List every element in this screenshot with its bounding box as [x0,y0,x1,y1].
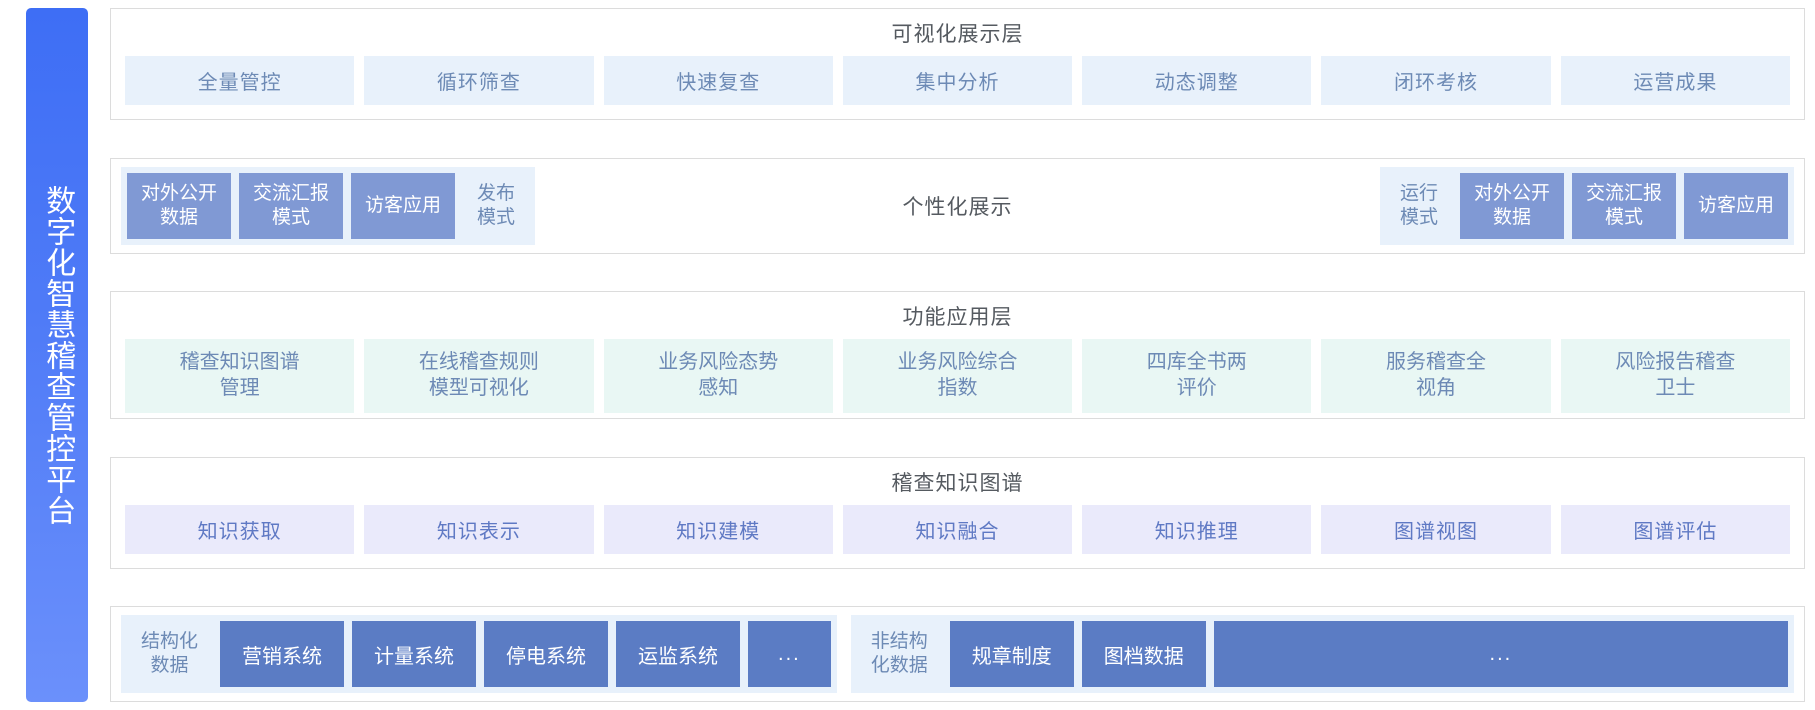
card-service-audit-view[interactable]: 服务稽查全 视角 [1321,339,1551,413]
card-online-rule-model[interactable]: 在线稽查规则 模型可视化 [364,339,594,413]
chip-graph-evaluation[interactable]: 图谱评估 [1560,504,1790,554]
mode-box-public-data-right[interactable]: 对外公开 数据 [1459,172,1564,239]
mode-group-left: 对外公开 数据 交流汇报 模式 访客应用 发布 模式 [121,166,536,245]
unstructured-data-group: 非结构 化数据 规章制度 图档数据 ... [850,615,1794,693]
data-box-metering-system[interactable]: 计量系统 [352,621,477,687]
chip-graph-view[interactable]: 图谱视图 [1321,504,1551,554]
knowledge-graph-layer-panel: 稽查知识图谱 知识获取 知识表示 知识建模 知识融合 知识推理 图谱视图 图谱评… [110,456,1805,569]
platform-title: 数字化智慧稽查管控平台 [41,184,75,526]
knowledge-graph-chip-row: 知识获取 知识表示 知识建模 知识融合 知识推理 图谱视图 图谱评估 [111,504,1804,566]
card-risk-situation[interactable]: 业务风险态势 感知 [603,339,833,413]
chip-dongtai-tiaozheng[interactable]: 动态调整 [1082,56,1312,105]
mode-box-public-data-left[interactable]: 对外公开 数据 [127,172,232,239]
layers-stack: 可视化展示层 全量管控 循环筛查 快速复查 集中分析 动态调整 闭环考核 运营成… [88,0,1815,710]
card-risk-report-guard[interactable]: 风险报告稽查 卫士 [1560,339,1790,413]
chip-knowledge-modeling[interactable]: 知识建模 [603,504,833,554]
mode-box-report-mode-left[interactable]: 交流汇报 模式 [239,172,344,239]
data-box-outage-system[interactable]: 停电系统 [484,621,609,687]
chip-knowledge-acquisition[interactable]: 知识获取 [125,504,355,554]
mode-layer-panel: 对外公开 数据 交流汇报 模式 访客应用 发布 模式 个性化展示 运行 模式 对… [110,157,1805,254]
mode-label-publish-mode: 发布 模式 [477,183,516,228]
mode-box-visitor-app-left[interactable]: 访客应用 [351,172,456,239]
function-layer-panel: 功能应用层 稽查知识图谱 管理 在线稽查规则 模型可视化 业务风险态势 感知 业… [110,291,1805,419]
chip-knowledge-reasoning[interactable]: 知识推理 [1082,504,1312,554]
chip-jizhong-fenxi[interactable]: 集中分析 [842,56,1073,105]
visualization-chip-row: 全量管控 循环筛查 快速复查 集中分析 动态调整 闭环考核 运营成果 [111,56,1804,117]
mode-box-visitor-app-right[interactable]: 访客应用 [1683,172,1788,239]
card-risk-index[interactable]: 业务风险综合 指数 [842,339,1073,413]
chip-quanliang-guankong[interactable]: 全量管控 [125,56,355,105]
data-box-structured-more[interactable]: ... [748,621,831,687]
data-box-unstructured-more[interactable]: ... [1213,621,1788,687]
data-box-regulations[interactable]: 规章制度 [949,621,1074,687]
knowledge-graph-layer-title: 稽查知识图谱 [891,471,1024,495]
chip-xunhuan-shaicha[interactable]: 循环筛查 [364,56,594,105]
unstructured-data-label: 非结构 化数据 [870,631,928,676]
structured-data-group: 结构化 数据 营销系统 计量系统 停电系统 运监系统 ... [121,615,837,693]
chip-knowledge-representation[interactable]: 知识表示 [364,504,594,554]
chip-knowledge-fusion[interactable]: 知识融合 [842,504,1073,554]
chip-kuaisu-fucha[interactable]: 快速复查 [603,56,833,105]
card-sikuquanshu-evaluation[interactable]: 四库全书两 评价 [1082,339,1312,413]
mode-layer-center-title: 个性化展示 [902,195,1013,219]
visualization-layer-panel: 可视化展示层 全量管控 循环筛查 快速复查 集中分析 动态调整 闭环考核 运营成… [110,8,1805,120]
data-box-marketing-system[interactable]: 营销系统 [220,621,345,687]
function-card-row: 稽查知识图谱 管理 在线稽查规则 模型可视化 业务风险态势 感知 业务风险综合 … [111,339,1804,425]
data-box-operation-monitor-system[interactable]: 运监系统 [616,621,741,687]
visualization-layer-title: 可视化展示层 [891,23,1024,46]
mode-box-report-mode-right[interactable]: 交流汇报 模式 [1571,172,1676,239]
data-layer-panel: 结构化 数据 营销系统 计量系统 停电系统 运监系统 ... 非结构 化数据 规… [110,606,1805,702]
card-kg-management[interactable]: 稽查知识图谱 管理 [125,339,355,413]
data-box-archive-data[interactable]: 图档数据 [1081,621,1206,687]
mode-label-runtime-mode: 运行 模式 [1399,183,1438,228]
chip-bihuan-kaohe[interactable]: 闭环考核 [1321,56,1551,105]
structured-data-label: 结构化 数据 [141,631,199,676]
platform-sidebar: 数字化智慧稽查管控平台 [26,8,88,702]
function-layer-title: 功能应用层 [902,306,1013,329]
mode-group-right: 运行 模式 对外公开 数据 交流汇报 模式 访客应用 [1379,166,1794,245]
chip-yunying-chengguo[interactable]: 运营成果 [1560,56,1790,105]
